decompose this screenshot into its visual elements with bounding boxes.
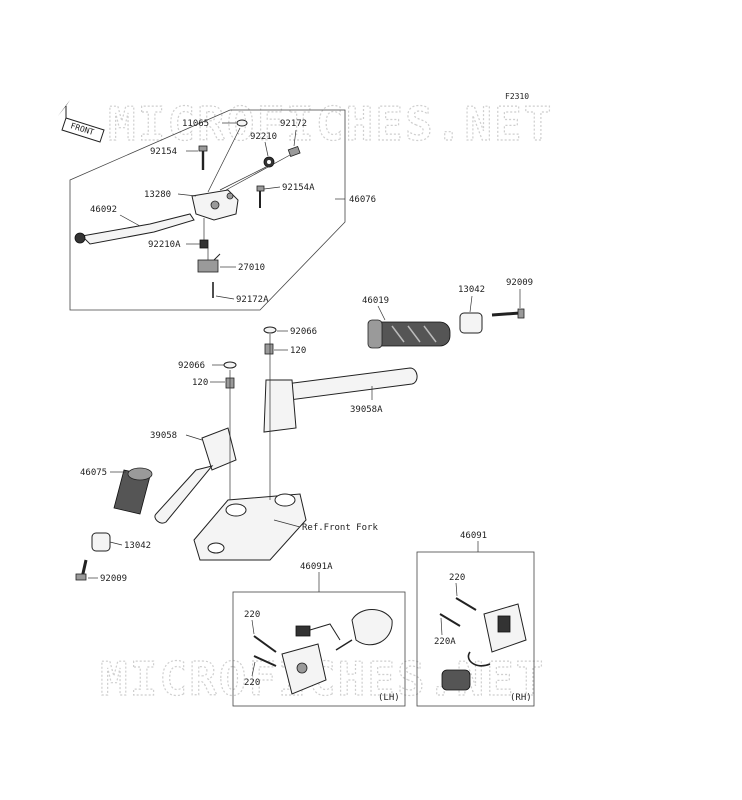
- callout-120-top: 120: [290, 346, 306, 356]
- rh-tag: (RH): [510, 693, 532, 703]
- callout-46075: 46075: [80, 468, 107, 478]
- rh-switch-box: [416, 551, 535, 707]
- callout-39058A: 39058A: [350, 405, 383, 415]
- cap-11065: [236, 119, 248, 127]
- right-grip-46019: [367, 319, 451, 349]
- screw-92009-left: [75, 559, 88, 581]
- callout-13280: 13280: [144, 190, 171, 200]
- callout-92009-right: 92009: [506, 278, 533, 288]
- left-handlebar-39058: [154, 427, 237, 524]
- lh-tag: (LH): [378, 693, 400, 703]
- callout-92009-left: 92009: [100, 574, 127, 584]
- small-bolt-92154: [198, 145, 208, 170]
- callout-13042-right: 13042: [458, 285, 485, 295]
- bolt-92154A: [256, 185, 265, 208]
- ref-front-fork: Ref.Front Fork: [302, 523, 378, 533]
- callout-11065: 11065: [182, 119, 209, 129]
- left-grip-46075: [113, 467, 153, 515]
- callout-39058: 39058: [150, 431, 177, 441]
- washer-92210A: [199, 239, 209, 249]
- callout-13042-left: 13042: [124, 541, 151, 551]
- callout-46092: 46092: [90, 205, 117, 215]
- callout-220A-rh: 220A: [434, 637, 456, 647]
- callout-220-lh-bottom: 220: [244, 678, 260, 688]
- callout-92210A: 92210A: [148, 240, 181, 250]
- callout-92066-top: 92066: [290, 327, 317, 337]
- rh-screws-220: [439, 597, 477, 627]
- washer-92210: [263, 156, 275, 168]
- callout-92154: 92154: [150, 147, 177, 157]
- lever-assembly-box: [69, 109, 346, 311]
- callout-46091A: 46091A: [300, 562, 333, 572]
- callout-92172A: 92172A: [236, 295, 269, 305]
- right-handlebar-39058A: [263, 367, 418, 433]
- front-arrow-icon: FRONT: [58, 100, 105, 143]
- screw-92172: [287, 145, 301, 157]
- callout-92154A: 92154A: [282, 183, 315, 193]
- callout-27010: 27010: [238, 263, 265, 273]
- lh-switch-housing: [281, 609, 393, 695]
- weight-13042-left: [91, 532, 111, 552]
- washer-92066-left: [223, 361, 237, 369]
- callout-46019: 46019: [362, 296, 389, 306]
- switch-27010: [197, 253, 221, 273]
- bolt-120-top: [264, 343, 274, 355]
- callout-92210: 92210: [250, 132, 277, 142]
- screw-92009-right: [491, 308, 525, 319]
- callout-92066-left: 92066: [178, 361, 205, 371]
- callout-46091: 46091: [460, 531, 487, 541]
- clutch-lever-part: [74, 213, 195, 245]
- lever-holder-part: [191, 189, 239, 221]
- callout-220-rh: 220: [449, 573, 465, 583]
- weight-13042-right: [459, 312, 483, 334]
- rh-switch-housing: [441, 603, 527, 691]
- washer-92066-top: [263, 326, 277, 334]
- watermark-top: MICROFICHES.NET: [108, 97, 553, 151]
- lh-screws-220: [253, 635, 277, 667]
- callout-46076: 46076: [349, 195, 376, 205]
- callout-220-lh-top: 220: [244, 610, 260, 620]
- callout-92172: 92172: [280, 119, 307, 129]
- top-triple-clamp: [193, 493, 307, 561]
- callout-120-left: 120: [192, 378, 208, 388]
- figure-code: F2310: [505, 92, 529, 101]
